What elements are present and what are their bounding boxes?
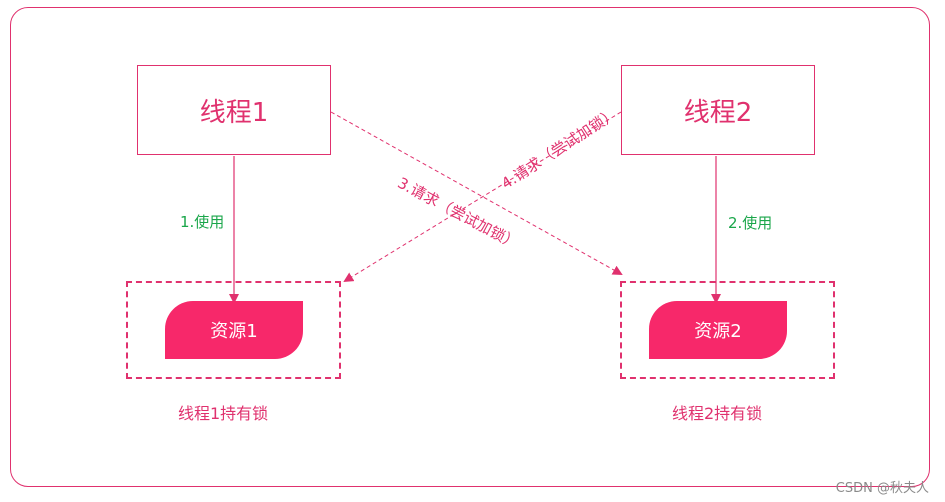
thread1-holds-lock-caption: 线程1持有锁	[178, 404, 269, 423]
thread2-holds-lock-caption: 线程2持有锁	[672, 404, 763, 423]
use1-label: 1.使用	[180, 213, 225, 231]
resource2-lock-region	[620, 281, 835, 379]
resource1-lock-region	[126, 281, 341, 379]
resource2-label: 资源2	[694, 321, 742, 342]
resource1-label: 资源1	[210, 321, 258, 342]
req3-arrow	[330, 111, 623, 275]
thread2-label: 线程2	[683, 97, 753, 128]
resource2-node: 资源2	[649, 301, 787, 359]
thread1-label: 线程1	[199, 97, 269, 128]
use2-label: 2.使用	[728, 214, 773, 232]
resource1-node: 资源1	[165, 301, 303, 359]
diagram-frame	[10, 7, 930, 487]
thread1-node: 线程1	[137, 65, 331, 155]
req4-arrow	[343, 111, 622, 283]
thread2-node: 线程2	[621, 65, 815, 155]
watermark: CSDN @秋夫人	[835, 481, 929, 496]
